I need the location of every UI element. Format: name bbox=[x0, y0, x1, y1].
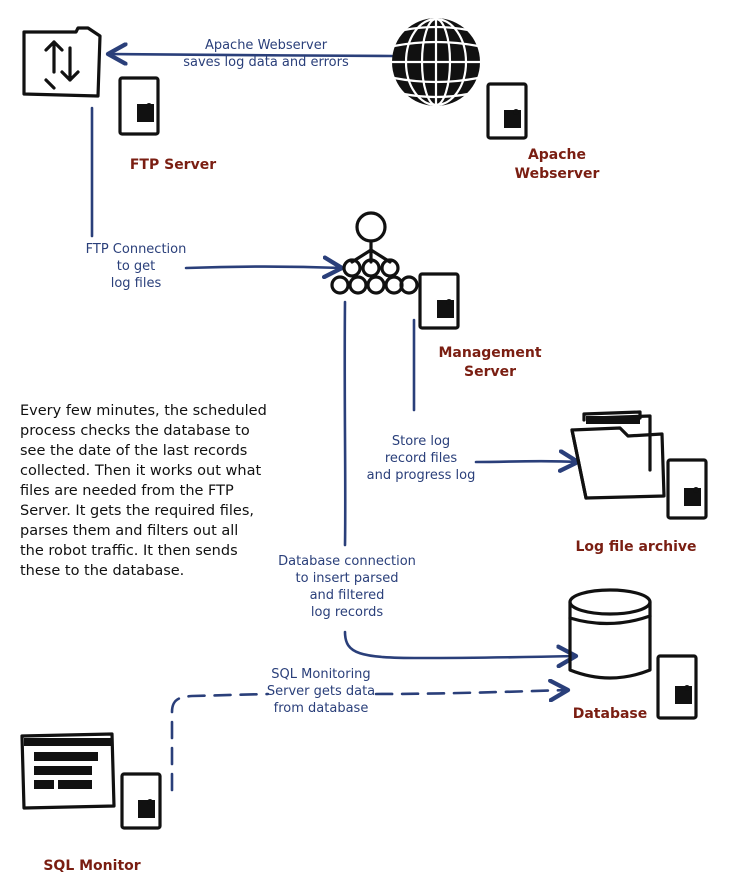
folder-transfer-icon bbox=[22, 26, 102, 98]
management-server-node[interactable] bbox=[330, 211, 460, 330]
edge-label-management-to-database: Database connection to insert parsed and… bbox=[270, 553, 424, 621]
edge-management-to-database bbox=[343, 300, 576, 658]
database-node[interactable] bbox=[568, 588, 698, 720]
description-line: process checks the database to bbox=[20, 423, 250, 439]
monitor-window-icon bbox=[20, 732, 116, 810]
description-line: see the date of the last records bbox=[20, 443, 248, 459]
server-tower-icon bbox=[418, 272, 460, 330]
globe-icon bbox=[392, 17, 480, 107]
description-line: collected. Then it works out what bbox=[20, 463, 262, 479]
edge-management-to-archive bbox=[412, 318, 578, 462]
server-tower-icon bbox=[656, 654, 698, 720]
description-line: these to the database. bbox=[20, 563, 185, 579]
open-folder-icon bbox=[570, 410, 666, 500]
node-label-line: FTP Server bbox=[129, 157, 217, 173]
edge-label-apache-to-ftp: Apache Webserver saves log data and erro… bbox=[168, 37, 364, 71]
edge-label-line: log files bbox=[110, 276, 162, 291]
node-label-database: Database bbox=[560, 705, 660, 724]
node-label-line: Log file archive bbox=[575, 539, 697, 555]
edge-label-line: Apache Webserver bbox=[204, 38, 328, 53]
server-tower-icon bbox=[666, 458, 708, 520]
edge-label-ftp-to-management: FTP Connection to get log files bbox=[74, 241, 198, 292]
node-label-log-file-archive: Log file archive bbox=[566, 538, 706, 557]
edge-label-line: to get bbox=[116, 259, 156, 274]
process-description: Every few minutes, the scheduled process… bbox=[20, 401, 267, 581]
node-label-sql-monitor: SQL Monitor bbox=[28, 857, 156, 876]
server-tower-icon bbox=[118, 76, 160, 136]
description-line: parses them and filters out all bbox=[20, 523, 239, 539]
description-line: files are needed from the FTP bbox=[20, 483, 234, 499]
edge-label-line: from database bbox=[273, 701, 369, 716]
ftp-server-node[interactable] bbox=[22, 26, 160, 136]
edge-label-line: to insert parsed bbox=[295, 571, 399, 586]
edge-monitor-to-database bbox=[170, 690, 568, 792]
edge-label-line: and progress log bbox=[366, 468, 476, 483]
database-cylinder-icon bbox=[568, 588, 652, 680]
edge-label-line: log records bbox=[310, 605, 384, 620]
edge-label-line: Server gets data bbox=[266, 684, 376, 699]
edge-label-line: and filtered bbox=[309, 588, 385, 603]
edge-ftp-to-management bbox=[90, 106, 342, 268]
edge-label-management-to-archive: Store log record files and progress log bbox=[356, 433, 486, 484]
edge-label-line: FTP Connection bbox=[85, 242, 187, 257]
log-file-archive-node[interactable] bbox=[570, 410, 708, 520]
description-line: the robot traffic. It then sends bbox=[20, 543, 238, 559]
node-label-ftp-server: FTP Server bbox=[118, 156, 228, 175]
node-label-management-server: Management Server bbox=[430, 344, 550, 382]
node-label-line: Management bbox=[438, 345, 542, 361]
server-tower-icon bbox=[486, 82, 528, 140]
edge-apache-to-ftp bbox=[108, 54, 394, 56]
node-label-apache-webserver: Apache Webserver bbox=[498, 146, 616, 184]
description-line: Server. It gets the required files, bbox=[20, 503, 254, 519]
edge-label-line: saves log data and errors bbox=[183, 55, 349, 70]
sql-monitor-node[interactable] bbox=[20, 732, 162, 830]
edge-label-line: SQL Monitoring bbox=[271, 667, 371, 682]
apache-webserver-node[interactable] bbox=[392, 17, 528, 140]
edge-label-monitor-to-database: SQL Monitoring Server gets data from dat… bbox=[254, 666, 388, 717]
edge-label-line: Database connection bbox=[278, 554, 416, 569]
node-label-line: Webserver bbox=[514, 166, 600, 182]
hierarchy-icon bbox=[330, 211, 419, 295]
node-label-line: SQL Monitor bbox=[43, 858, 141, 874]
node-label-line: Database bbox=[572, 706, 648, 722]
edge-label-line: Store log bbox=[391, 434, 451, 449]
node-label-line: Server bbox=[463, 364, 516, 380]
edge-label-line: record files bbox=[384, 451, 458, 466]
node-label-line: Apache bbox=[527, 147, 587, 163]
server-tower-icon bbox=[120, 772, 162, 830]
description-line: Every few minutes, the scheduled bbox=[20, 403, 267, 419]
